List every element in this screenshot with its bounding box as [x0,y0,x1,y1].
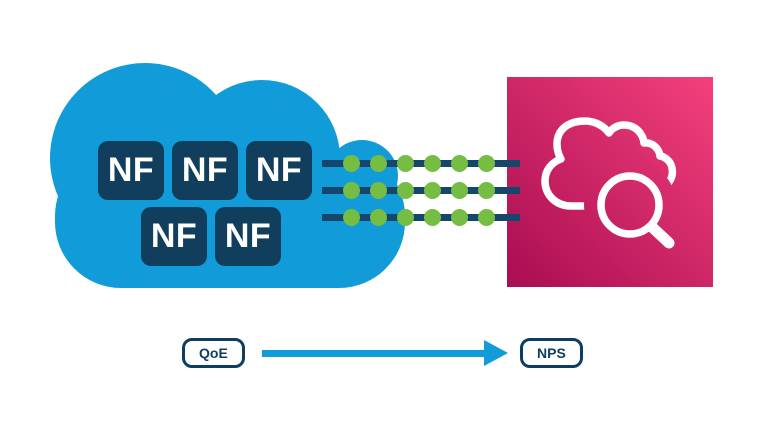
nf-label: NF [150,217,198,255]
nf-box: NF [98,141,164,200]
telemetry-dot [343,209,360,226]
telemetry-dot [370,209,387,226]
telemetry-dot [424,209,441,226]
nf-box: NF [215,207,281,266]
telemetry-dot [397,155,414,172]
qoe-badge: QoE [182,338,245,368]
telemetry-dot [424,155,441,172]
telemetry-dot [343,155,360,172]
telemetry-dot [370,155,387,172]
nf-box: NF [172,141,238,200]
analytics-tile [507,77,713,287]
nf-box: NF [246,141,312,200]
telemetry-line [322,209,520,226]
qoe-to-nps-arrow-shaft [262,350,486,357]
telemetry-dot [478,155,495,172]
telemetry-dot [451,182,468,199]
nps-badge: NPS [520,338,583,368]
telemetry-line [322,155,520,172]
nf-label: NF [224,217,272,255]
nf-label: NF [255,151,303,189]
telemetry-dot [478,182,495,199]
nf-label: NF [181,151,229,189]
telemetry-dot [397,182,414,199]
telemetry-dot [478,209,495,226]
telemetry-dot [343,182,360,199]
telemetry-dot [451,209,468,226]
nps-label: NPS [537,345,566,361]
nf-box: NF [141,207,207,266]
qoe-to-nps-arrow-head [484,340,508,366]
telemetry-dot [397,209,414,226]
telemetry-line [322,182,520,199]
telemetry-dot [451,155,468,172]
telemetry-dot [370,182,387,199]
nf-label: NF [107,151,155,189]
telemetry-dot [424,182,441,199]
qoe-label: QoE [199,345,228,361]
cloud-search-icon [541,117,677,249]
